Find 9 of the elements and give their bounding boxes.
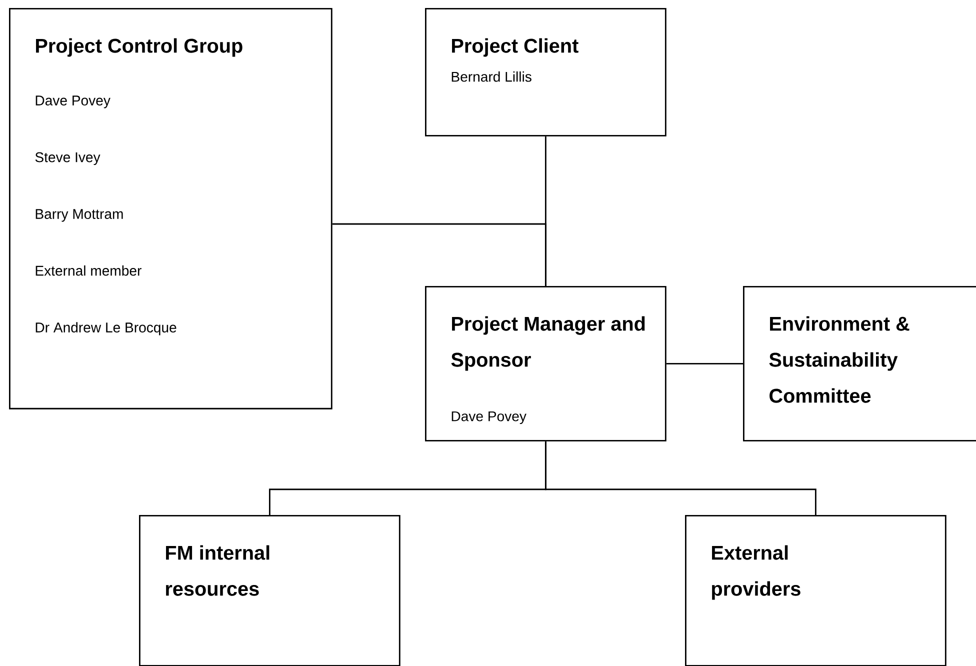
org-box: FM internal resources [139,515,400,666]
org-box: Project Control Group Dave Povey Steve Ivey Barry Mottram External member Dr Andrew Le Brocque [9,8,332,410]
org-box: External providers [685,515,946,666]
org-box: Project Client Bernard Lillis [425,8,666,136]
org-box: Environment & Sustainability Committee [743,286,976,442]
connector-line [332,223,546,286]
connector-line [544,441,816,515]
org-box: Project Manager and Sponsor Dave Povey [425,286,666,442]
connector-line [666,363,743,364]
